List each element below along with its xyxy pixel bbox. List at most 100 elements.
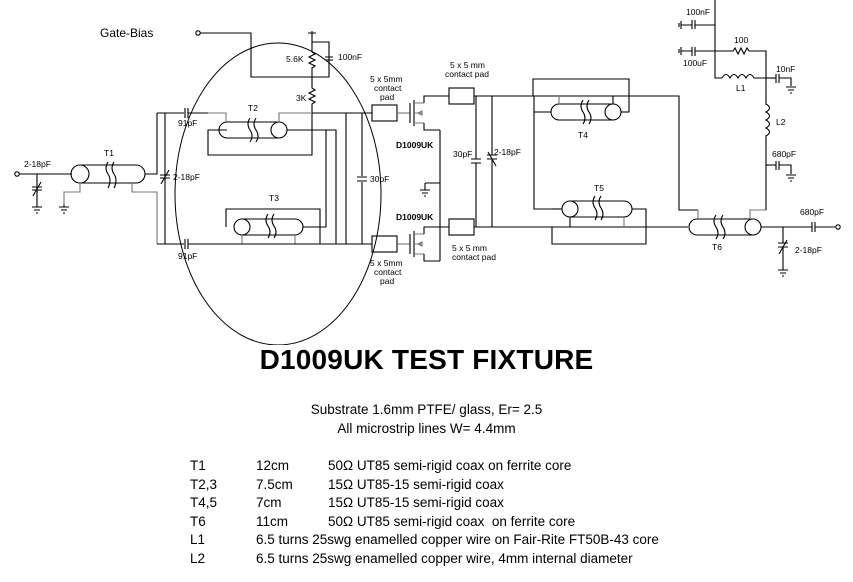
parts-row: T4,5 7cm 15Ω UT85-15 semi-rigid coax [190,494,659,513]
capacitor-91pf-top [184,108,189,118]
capacitor-30pf-in [357,176,367,182]
resistor-100 [715,46,767,78]
part-ref: L1 [190,532,206,548]
capacitor-100nf-bias [325,56,333,61]
microstrip-note: All microstrip lines W= 4.4mm [337,421,516,436]
c-91pf-bot-label: 91pF [178,251,197,261]
highlight-ellipse [174,42,382,345]
c-680pf-out-label: 680pF [800,207,824,217]
part-ref: T6 [190,513,206,529]
substrate-note: Substrate 1.6mm PTFE/ glass, Er= 2.5 [310,402,543,417]
gate-bias-wire [200,32,330,78]
pad-in-bot-line2: contact [374,267,402,277]
part-desc: 50Ω UT85 semi-rigid coax on ferrite core [328,513,576,529]
fet-top-label: D1009UK [396,140,434,150]
pad-in-top-line2: contact [374,83,402,93]
part-desc: 6.5 turns 25swg enamelled copper wire on… [256,532,659,548]
part-length: 7cm [256,495,282,511]
variable-capacitor-input [32,181,42,197]
c-2-18pf-out-label: 2-18pF [494,147,521,157]
c-100uf-label: 100uF [683,58,707,68]
t1-label: T1 [104,148,114,158]
inductor-l2 [764,78,771,210]
t5-label: T5 [594,183,604,193]
parts-row: T6 11cm 50Ω UT85 semi-rigid coax on ferrit… [190,513,659,532]
capacitor-100uf [691,47,696,56]
ground-icon [678,21,682,29]
r-100-label: 100 [734,35,748,45]
variable-capacitor-input-match [160,169,170,185]
gate-bias-terminal [195,30,201,36]
coax-t4 [550,99,622,125]
ground-icon [778,268,788,277]
resistor-3k [307,82,317,113]
contact-pad-out-bot [448,218,475,236]
contact-pad-in-bot [371,235,398,253]
part-length: 12cm [256,458,290,473]
capacitor-100nf-supply [691,20,696,29]
coax-t5 [561,195,633,221]
c-30pf-in-label: 30pF [370,174,389,184]
parts-row: L2 6.5 turns 25swg enamelled copper wire,… [190,550,659,569]
contact-pad-out-top [448,87,475,105]
t3-label: T3 [269,193,279,203]
schematic: Gate-Bias 5.6K 100nF 3K 2-18pF T1 2-18pF… [14,0,841,345]
input-cap-label: 2-18pF [24,159,51,169]
part-length: 11cm [256,513,289,529]
page-title: D1009UK TEST FIXTURE [259,344,594,375]
c-680pf-dec-label: 680pF [772,149,796,159]
pad-out-bot-line1: 5 x 5 mm [452,243,487,253]
mosfet-top [409,95,449,131]
variable-capacitor-output [778,239,788,255]
c-91pf-top-label: 91pF [178,118,197,128]
parts-row: L1 6.5 turns 25swg enamelled copper wire … [190,531,659,550]
r-3k-label: 3K [296,93,307,103]
ground-icon [32,205,42,214]
fet-bot-label: D1009UK [396,212,434,222]
capacitor-680pf-out [811,222,816,232]
coax-t1 [70,161,146,189]
pad-in-bot-line3: pad [380,276,394,286]
c-2-18pf-outtune-label: 2-18pF [795,245,822,255]
t6-label: T6 [712,242,722,252]
part-length: 7.5cm [256,476,293,492]
part-desc: 6.5 turns 25swg enamelled copper wire, 4… [256,550,633,566]
c-100nf-supply-label: 100nF [686,7,710,17]
capacitor-91pf-bot [184,239,189,249]
c-2-18pf-mid-label: 2-18pF [173,172,200,182]
parts-list: T1 12cm 50Ω UT85 semi-rigid coax on ferrit… [190,457,659,569]
ground-icon [786,86,796,94]
parts-row: T2,3 7.5cm 15Ω UT85-15 semi-rigid coax [190,476,659,495]
ground-icon [308,31,316,37]
part-ref: T4,5 [190,495,218,511]
inductor-l1 [721,73,766,80]
t2-label: T2 [248,103,258,113]
variable-capacitor-out [487,151,497,167]
pad-out-bot-line2: contact pad [452,252,496,262]
contact-pad-in-top [371,104,398,122]
capacitor-10nf [775,74,780,83]
c-10nf-label: 10nF [776,64,795,74]
ground-icon [786,174,796,182]
ground-icon [59,205,69,214]
r-5-6k-label: 5.6K [286,54,304,64]
pad-in-bot-line1: 5 x 5mm [370,258,403,268]
part-ref: T1 [190,458,206,473]
part-ref: T2,3 [190,476,218,492]
resistor-5-6k [307,42,317,82]
pad-in-top-line1: 5 x 5mm [370,74,403,84]
l1-label: L1 [736,83,746,93]
pad-out-top-line1: 5 x 5 mm [450,60,485,70]
l2-label: L2 [776,117,786,127]
pad-out-top-line2: contact pad [445,69,489,79]
c-30pf-out-label: 30pF [453,149,472,159]
coax-t3 [233,213,304,239]
c-100nf-bias-label: 100nF [338,52,362,62]
ground-icon [420,183,430,197]
rf-output-terminal [835,224,841,230]
part-desc: 15Ω UT85-15 semi-rigid coax [328,476,504,492]
part-ref: L2 [190,550,206,566]
capacitor-30pf-out [471,158,481,164]
coax-t2 [218,117,288,143]
part-desc: 15Ω UT85-15 semi-rigid coax [328,495,504,511]
